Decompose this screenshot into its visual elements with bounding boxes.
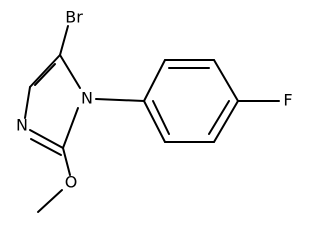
- bond-c5-c4-double: [34, 63, 56, 86]
- bond-n1-c5: [59, 54, 81, 89]
- atom-label-oxygen: O: [65, 173, 78, 192]
- bond-c5-c4: [29, 54, 61, 88]
- bond-n3-c2: [29, 129, 64, 149]
- bond-n3-c2-double: [30, 138, 62, 156]
- atom-label-n1: N: [81, 89, 93, 108]
- bond-o-ch3: [37, 189, 63, 213]
- bond-c2-o: [62, 147, 71, 176]
- bond-ph4-ph5: [213, 100, 239, 143]
- bond-ph1-ph2: [143, 59, 166, 102]
- atom-label-fluorine: F: [283, 91, 292, 110]
- bond-ph3-ph4: [213, 59, 239, 102]
- bond-c5-br: [59, 25, 69, 56]
- bond-ph4-ph5-inner: [208, 100, 230, 135]
- atom-label-bromine: Br: [65, 8, 83, 27]
- bond-ph6-ph1: [143, 100, 166, 143]
- atom-label-n3: N: [16, 116, 28, 135]
- bond-ph6-ph1-inner: [152, 100, 170, 135]
- bond-c2-n1: [62, 107, 79, 149]
- bond-n1-phenyl: [95, 98, 145, 102]
- molecule-structure-diagram: Br F N N O: [16, 8, 293, 213]
- bond-c4-n3: [24, 86, 31, 119]
